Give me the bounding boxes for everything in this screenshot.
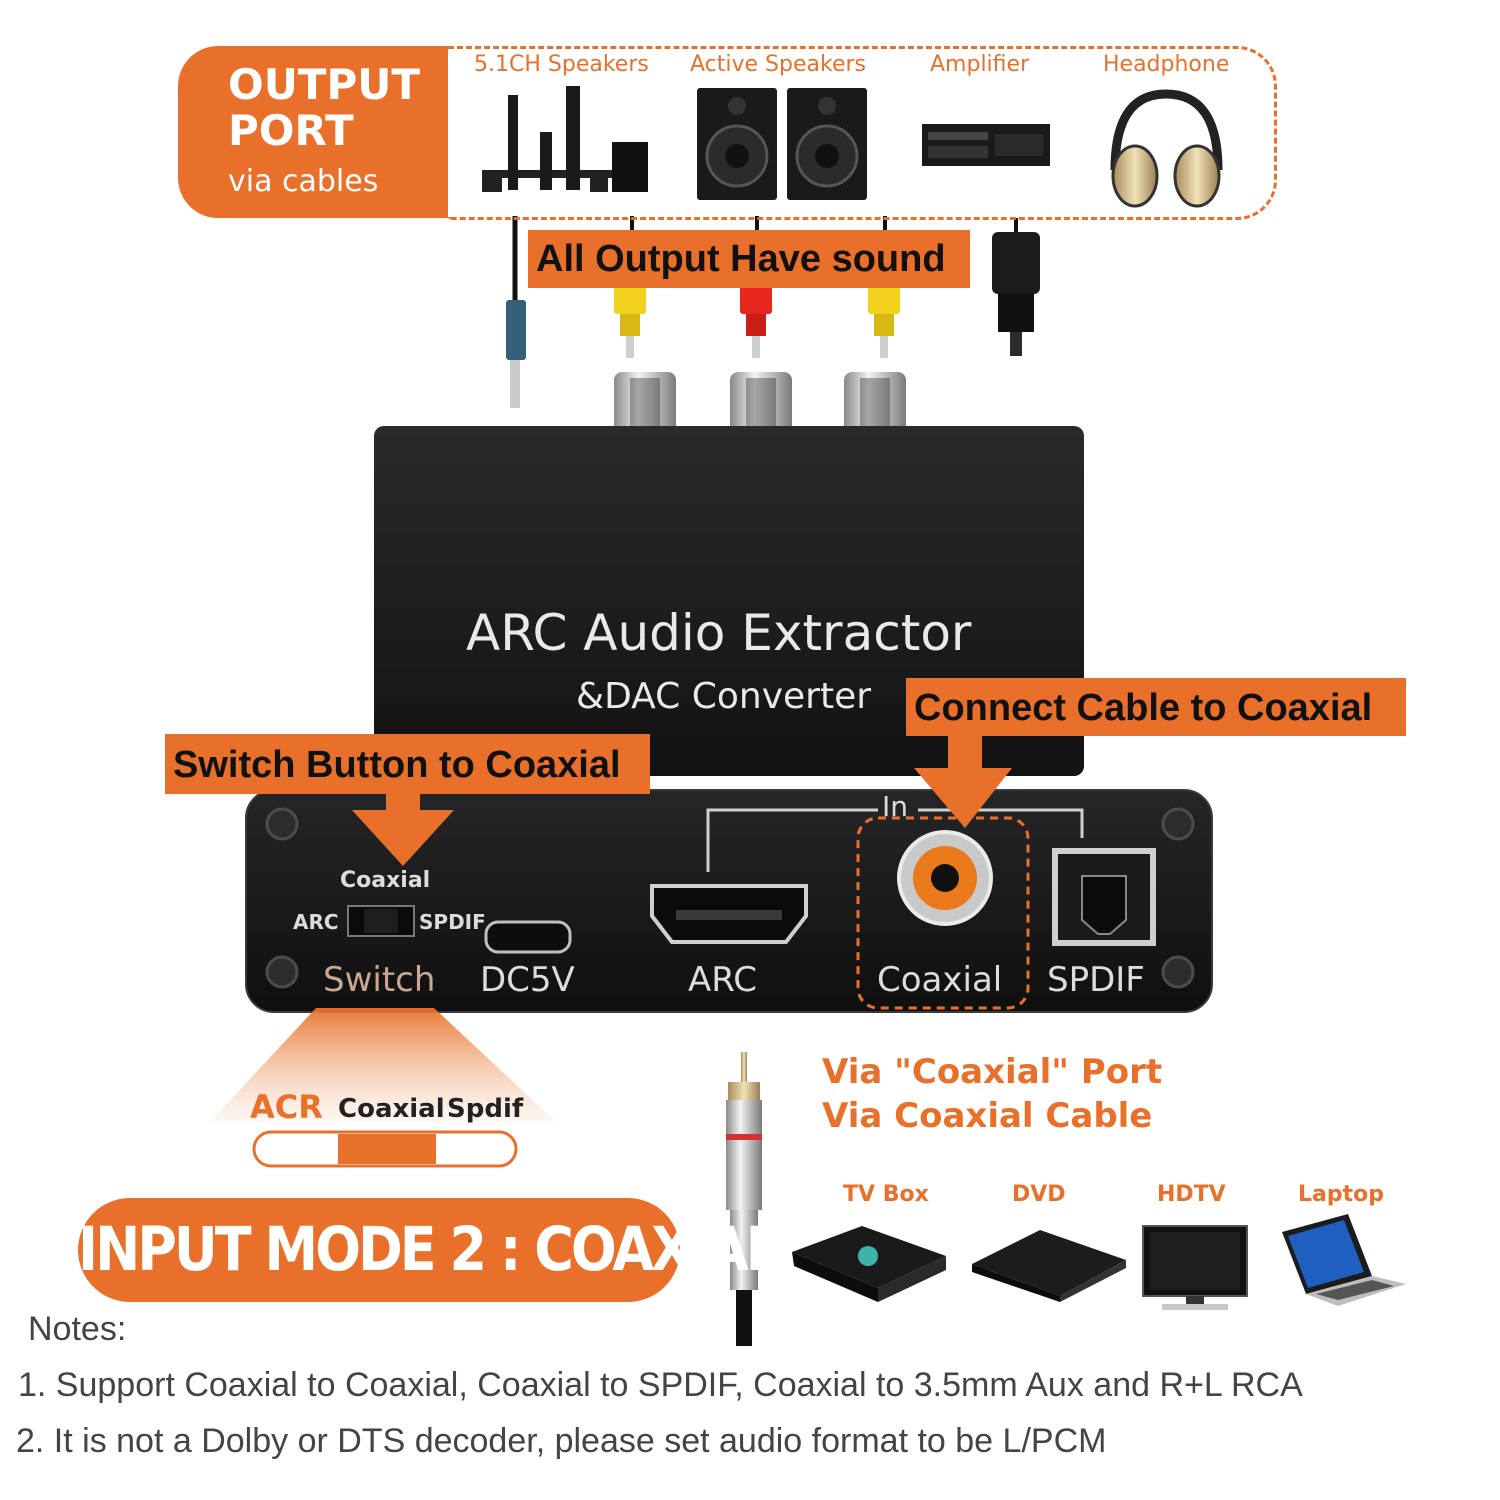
amplifier-icon [922,124,1050,166]
via-line2: Via Coaxial Cable [822,1096,1153,1136]
switch-top-label: Coaxial [340,868,431,893]
output-device-label: Active Speakers [690,52,866,77]
connect-cable-banner: Connect Cable to Coaxial [906,678,1406,736]
source-label: HDTV [1157,1182,1226,1207]
down-arrow-icon [352,792,454,866]
dvd-player-icon [972,1230,1126,1302]
switch-mode-bar [252,1130,518,1168]
tv-box-icon [792,1226,946,1302]
slide-switch[interactable] [347,905,415,937]
micro-usb-port [484,920,572,954]
port-label: SPDIF [1047,960,1145,1000]
output-device-label: Headphone [1103,52,1230,77]
switch-button-banner: Switch Button to Coaxial [165,734,650,794]
laptop-icon [1282,1214,1406,1306]
source-label: DVD [1012,1182,1066,1207]
output-port-title: OUTPUT PORT [228,62,420,154]
speaker-system-icon [482,86,648,192]
switch-right-label: SPDIF [419,910,486,934]
source-label: Laptop [1298,1182,1384,1207]
output-port-title-line2: PORT [228,106,354,155]
output-port-box [178,46,448,218]
down-arrow-icon [914,736,1012,828]
notes-heading: Notes: [28,1310,127,1348]
output-device-label: Amplifier [930,52,1030,77]
via-line1: Via "Coaxial" Port [822,1052,1163,1092]
spdif-port [1052,848,1156,946]
mode-spdif-label: Spdif [447,1094,524,1124]
device-name: ARC Audio Extractor [466,604,972,662]
coaxial-cable [726,1052,762,1346]
input-mode-label: INPUT MODE 2 : COAXIAL [78,1214,780,1285]
mode-acr-label: ACR [250,1088,323,1126]
in-label: In [882,790,909,823]
coaxial-port [897,830,993,926]
device-subname: &DAC Converter [576,676,872,717]
output-port-title-line1: OUTPUT [228,60,420,109]
port-label: Coaxial [877,960,1003,1000]
switch-label: Switch [323,960,436,1000]
note-item: 1. Support Coaxial to Coaxial, Coaxial t… [18,1366,1303,1404]
output-port-subtitle: via cables [228,164,379,199]
all-output-banner: All Output Have sound [528,230,970,288]
hdtv-icon [1142,1225,1248,1310]
mode-coaxial-label: Coaxial [338,1094,445,1124]
active-speakers-icon [697,88,867,200]
headphone-icon [1110,89,1223,208]
switch-beam [210,1008,556,1122]
port-label: DC5V [480,960,575,1000]
switch-left-label: ARC [293,910,339,934]
output-device-label: 5.1CH Speakers [474,52,649,77]
output-devices-box [448,46,1277,220]
port-label: ARC [688,960,757,1000]
note-item: 2. It is not a Dolby or DTS decoder, ple… [16,1422,1107,1460]
input-mode-pill [78,1198,680,1302]
source-label: TV Box [843,1182,929,1207]
panel-screws [265,807,1195,989]
coaxial-highlight-box [856,816,1030,1010]
